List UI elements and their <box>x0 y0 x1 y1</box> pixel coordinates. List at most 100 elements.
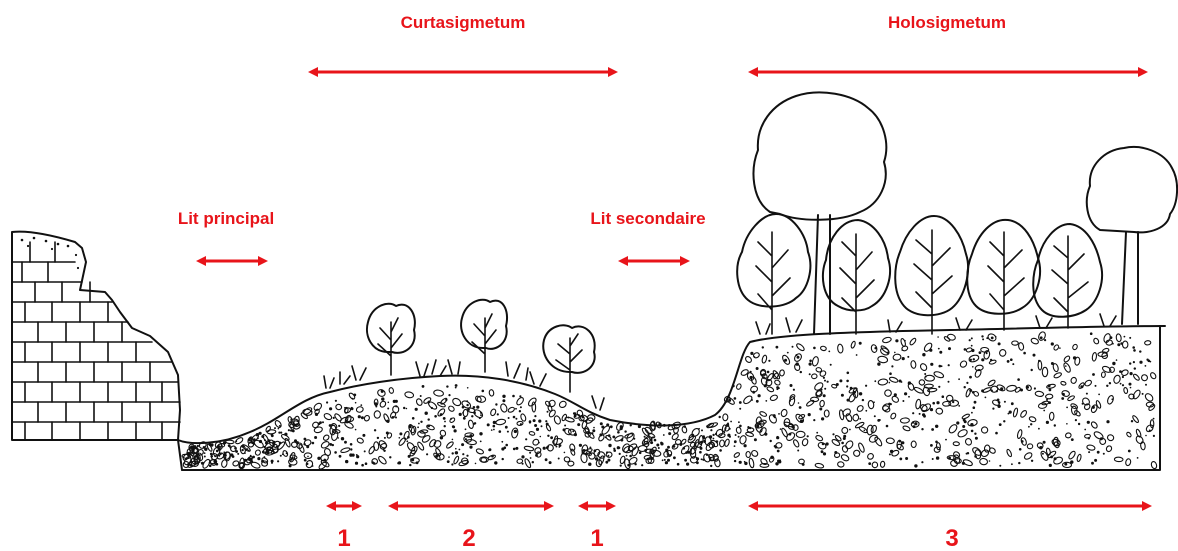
sand-dot <box>990 359 992 361</box>
sand-dot <box>361 464 364 467</box>
sand-dot <box>420 395 422 397</box>
sand-dot <box>839 379 842 382</box>
pebble <box>524 458 532 468</box>
sand-dot <box>1023 352 1026 355</box>
sand-dot <box>529 452 531 454</box>
pebble <box>647 432 655 439</box>
sand-dot <box>1124 336 1126 338</box>
pebble <box>476 448 485 455</box>
pebble <box>848 393 857 403</box>
sand-dot <box>530 457 532 459</box>
pebble <box>587 431 595 439</box>
shrub-2 <box>461 300 507 372</box>
sand-dot <box>521 455 524 458</box>
sand-dot <box>315 413 318 416</box>
pebble <box>1070 377 1077 384</box>
sand-dot <box>710 465 712 467</box>
sand-dot <box>1149 430 1151 432</box>
sand-dot <box>536 428 539 431</box>
sand-dot <box>502 399 505 402</box>
sand-dot <box>966 382 968 384</box>
sand-dot <box>626 455 628 457</box>
sand-dot <box>288 429 290 431</box>
sand-dot <box>868 462 871 465</box>
pebble <box>377 455 387 465</box>
sand-dot <box>932 402 935 405</box>
sand-dot <box>895 339 898 342</box>
sand-dot <box>921 428 923 430</box>
sand-dot <box>797 356 800 359</box>
sand-dot <box>824 388 826 390</box>
sand-dot <box>793 389 795 391</box>
sand-dot <box>1112 362 1115 365</box>
sand-dot <box>873 401 875 403</box>
sand-dot <box>770 456 773 459</box>
sand-dot <box>877 362 880 365</box>
sand-dot <box>974 401 977 404</box>
sand-dot <box>948 347 951 350</box>
sand-dot <box>279 425 281 427</box>
sand-dot <box>520 406 522 408</box>
annotation-curtasigmetum: Curtasigmetum <box>312 13 614 72</box>
shrubs-mound <box>324 300 604 410</box>
sand-dot <box>303 443 305 445</box>
annotation-lit-principal: Lit principal <box>178 209 274 261</box>
sand-dot <box>493 425 496 428</box>
pebble <box>664 451 669 457</box>
sand-dot <box>1153 435 1155 437</box>
sand-dot <box>739 408 741 410</box>
sand-dot <box>905 457 908 460</box>
sand-dot <box>459 449 461 451</box>
sand-dot <box>1057 440 1059 442</box>
sand-dot <box>409 464 411 466</box>
sand-dot <box>451 463 453 465</box>
pebble <box>495 419 506 426</box>
pebble <box>569 443 575 451</box>
pebble <box>815 463 824 469</box>
pebble <box>597 451 606 460</box>
sand-dot <box>289 464 292 467</box>
sand-dot <box>1088 451 1090 453</box>
sand-dot <box>1117 343 1120 346</box>
sand-dot <box>418 423 420 425</box>
pebble <box>880 461 885 467</box>
pebble <box>874 436 883 447</box>
sand-dot <box>813 347 816 350</box>
pebble <box>489 389 494 396</box>
sand-dot <box>856 414 858 416</box>
sand-dot <box>1043 410 1045 412</box>
pebble <box>377 388 387 397</box>
pebble <box>1095 400 1101 409</box>
pebble <box>900 338 906 347</box>
sand-dot <box>248 458 251 461</box>
sand-dot <box>654 425 656 427</box>
pebble <box>751 449 759 457</box>
curtasigmetum-label: Curtasigmetum <box>401 13 526 32</box>
shrub-1 <box>367 304 415 375</box>
sand-dot <box>877 419 880 422</box>
sand-dot <box>962 425 965 428</box>
pebble <box>1013 408 1019 418</box>
sand-dot <box>938 348 940 350</box>
pebble <box>820 346 827 351</box>
pebble <box>796 343 806 352</box>
sand-dot <box>452 452 454 454</box>
sand-dot <box>1097 451 1100 454</box>
sand-dot <box>256 433 259 436</box>
sand-dot <box>828 351 830 353</box>
pebble <box>792 439 799 448</box>
sand-dot <box>1086 393 1088 395</box>
pebble <box>262 434 269 443</box>
sand-dot <box>974 433 976 435</box>
sand-dot <box>930 363 933 366</box>
sand-dot <box>932 458 934 460</box>
sand-dot <box>216 450 219 453</box>
sand-dot <box>969 376 972 379</box>
pebble <box>427 401 438 411</box>
sand-dot <box>1111 398 1113 400</box>
sand-dot <box>1046 421 1049 424</box>
sand-dot <box>859 392 862 395</box>
sand-dot <box>244 452 246 454</box>
sand-dot <box>779 459 781 461</box>
sand-dot <box>809 373 811 375</box>
